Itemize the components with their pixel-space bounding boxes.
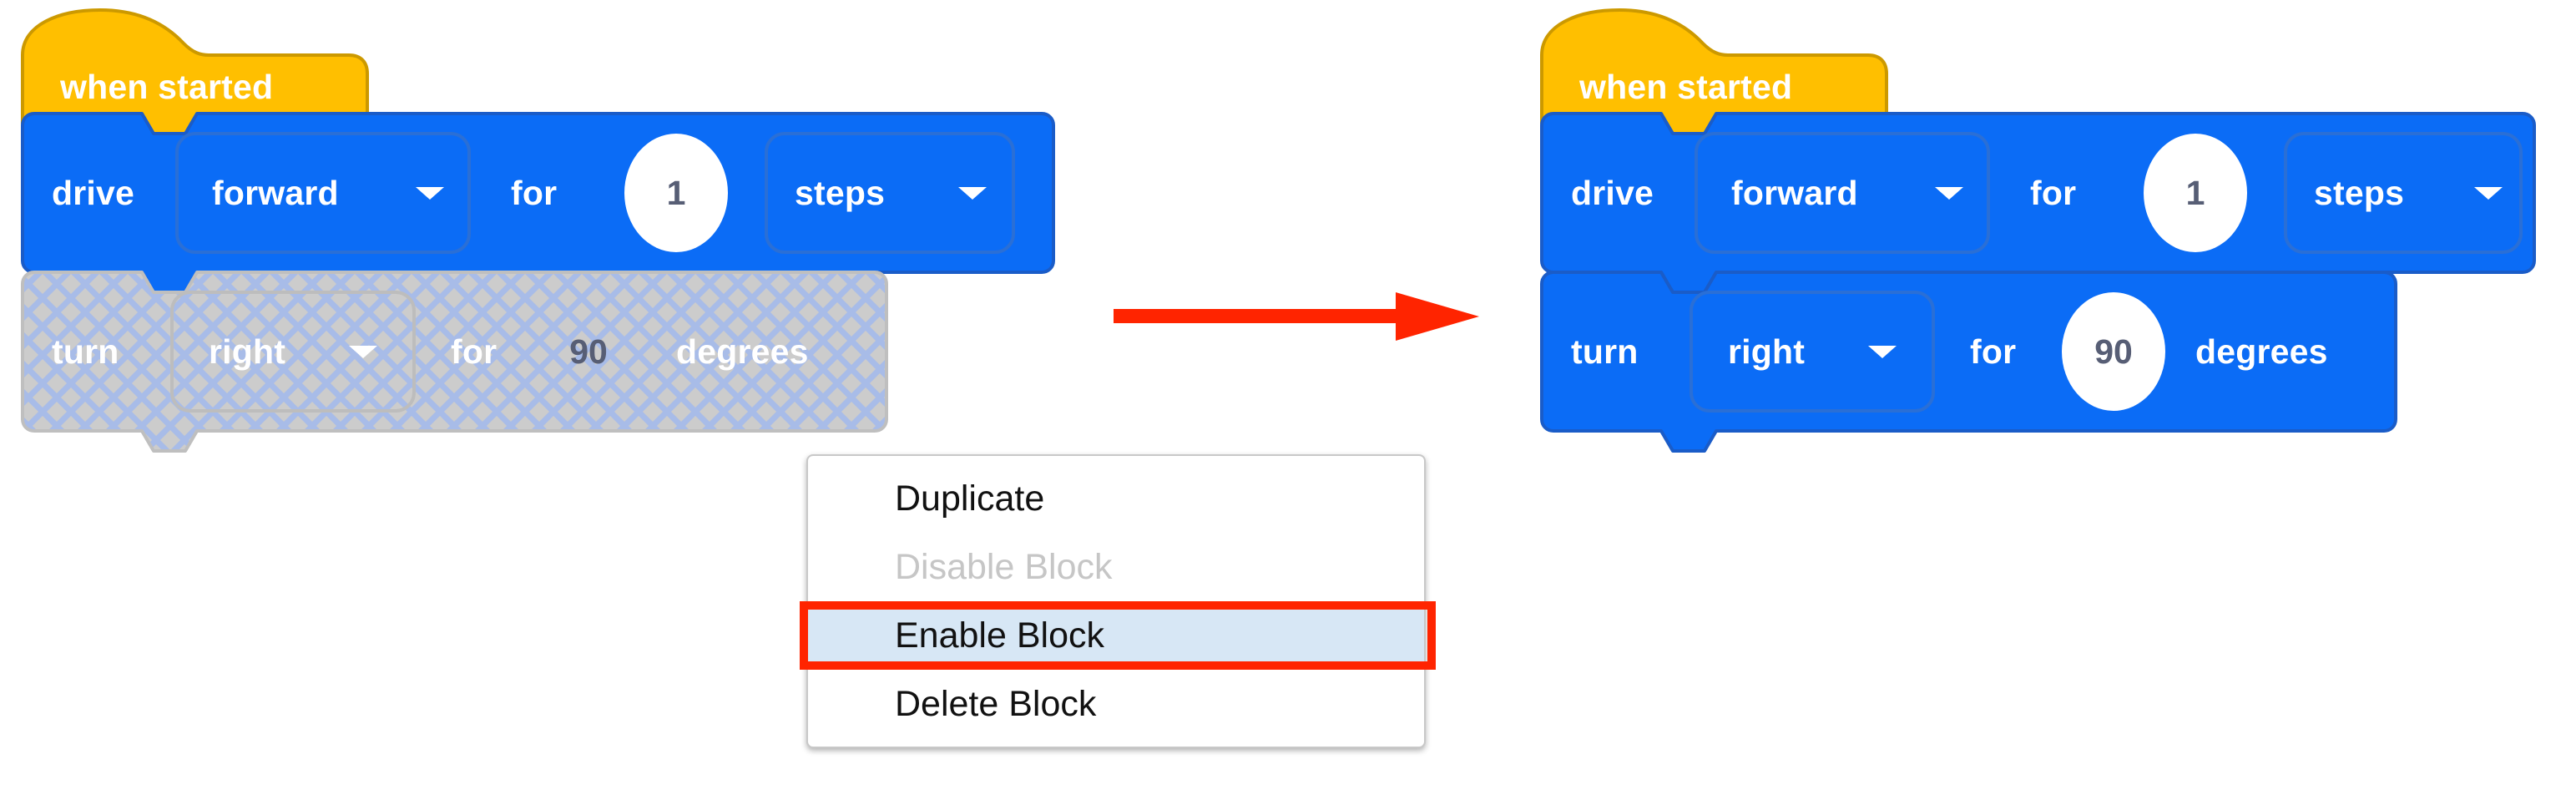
number-field-drive-amount [624, 134, 728, 252]
chevron-down-icon[interactable] [416, 187, 444, 200]
menu-item-enable-block[interactable]: Enable Block [800, 601, 1436, 670]
block-drive[interactable] [1540, 112, 2536, 294]
label-turn-for: for [451, 332, 498, 371]
arrow-shape [1114, 292, 1479, 341]
value-turn-amount[interactable]: 90 [2094, 332, 2133, 371]
label-drive-for: for [2030, 174, 2077, 212]
menu-item-disable-block-label: Disable Block [895, 547, 1113, 587]
menu-item-enable-block-label: Enable Block [895, 615, 1104, 656]
menu-item-delete-block[interactable]: Delete Block [808, 670, 1424, 738]
dropdown-turn-direction [1690, 291, 1935, 413]
chevron-down-icon[interactable] [2474, 187, 2503, 200]
chevron-down-icon[interactable] [349, 346, 377, 358]
dropdown-drive-direction [1695, 132, 1990, 254]
block-context-menu[interactable]: Duplicate Disable Block Enable Block Del… [800, 454, 1436, 748]
label-drive-direction[interactable]: forward [1731, 174, 1858, 212]
label-when-started: when started [1579, 68, 1793, 106]
value-turn-amount[interactable]: 90 [569, 332, 608, 371]
menu-item-disable-block: Disable Block [808, 533, 1424, 601]
label-turn-unit: degrees [676, 332, 809, 371]
chevron-down-icon[interactable] [958, 187, 987, 200]
dropdown-drive-unit [2284, 132, 2523, 254]
menu-item-duplicate[interactable]: Duplicate [808, 464, 1424, 533]
menu-item-duplicate-label: Duplicate [895, 478, 1045, 519]
dropdown-turn-direction-disabled [170, 291, 416, 413]
label-drive-direction[interactable]: forward [212, 174, 339, 212]
block-turn[interactable] [1540, 271, 2397, 453]
menu-item-delete-block-label: Delete Block [895, 684, 1097, 724]
label-drive-unit[interactable]: steps [2314, 174, 2405, 212]
label-turn-direction[interactable]: right [1728, 332, 1806, 371]
label-turn-verb: turn [1571, 332, 1639, 371]
label-turn-verb: turn [52, 332, 119, 371]
block-turn-disabled[interactable] [21, 271, 888, 453]
number-field-turn-amount [2062, 292, 2165, 411]
block-stack-after-shapes [1540, 8, 2536, 453]
block-when-started[interactable] [21, 8, 369, 145]
label-drive-for: for [511, 174, 558, 212]
transition-arrow [1102, 284, 1494, 363]
label-drive-verb: drive [1571, 174, 1654, 212]
label-drive-unit[interactable]: steps [795, 174, 886, 212]
chevron-down-icon[interactable] [1935, 187, 1963, 200]
dropdown-drive-direction [175, 132, 471, 254]
chevron-down-icon[interactable] [1868, 346, 1897, 358]
block-drive[interactable] [21, 112, 1055, 294]
label-turn-unit: degrees [2195, 332, 2328, 371]
number-field-drive-amount [2144, 134, 2247, 252]
value-drive-amount[interactable]: 1 [666, 174, 686, 212]
label-drive-verb: drive [52, 174, 134, 212]
block-stack-before-shapes [21, 8, 1055, 453]
label-turn-direction[interactable]: right [209, 332, 286, 371]
dropdown-drive-unit [765, 132, 1015, 254]
label-when-started: when started [60, 68, 274, 106]
value-drive-amount[interactable]: 1 [2185, 174, 2205, 212]
label-turn-for: for [1970, 332, 2017, 371]
block-when-started[interactable] [1540, 8, 1888, 145]
